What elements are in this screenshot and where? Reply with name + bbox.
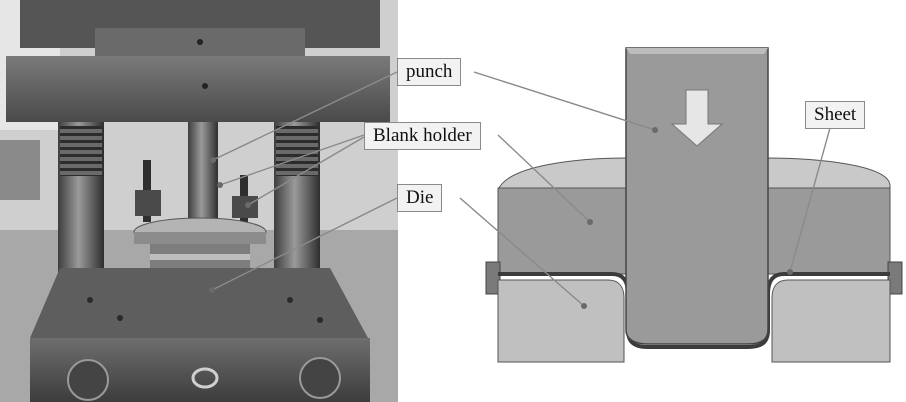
- punch-top-face: [626, 48, 768, 54]
- blank-holder-left: [497, 187, 629, 275]
- label-punch: punch: [397, 58, 462, 86]
- bed-hole: [317, 317, 323, 323]
- label-die: Die: [397, 184, 443, 212]
- base-knob-left: [67, 359, 109, 401]
- upper-plate: [6, 56, 390, 122]
- die-stripe: [150, 254, 250, 260]
- press-photo: [0, 0, 398, 402]
- label-sheet: Sheet: [805, 101, 866, 129]
- bed-hole: [87, 297, 93, 303]
- spring-left: [60, 126, 102, 176]
- base-lifting-eye: [191, 367, 219, 389]
- bed-hole: [287, 297, 293, 303]
- blank-holder-right: [767, 187, 891, 275]
- tooling-cross-section: [485, 47, 903, 363]
- base-knob-right: [299, 357, 341, 399]
- punch-rod: [188, 122, 218, 232]
- left-bench: [0, 140, 40, 200]
- spring-right: [276, 126, 318, 176]
- holder-nut: [135, 190, 161, 216]
- die-right: [771, 279, 891, 363]
- down-arrow-icon: [670, 89, 724, 147]
- blank-holder-edge: [134, 232, 266, 244]
- holder-tab-right: [887, 261, 903, 295]
- holder-nut: [232, 196, 258, 218]
- die-left: [497, 279, 625, 363]
- press-bed: [30, 268, 368, 338]
- bed-hole: [117, 315, 123, 321]
- punch: [625, 47, 769, 345]
- plate-bolt-hole: [202, 83, 208, 89]
- label-blank-holder: Blank holder: [364, 122, 481, 150]
- plate-bolt-hole: [197, 39, 203, 45]
